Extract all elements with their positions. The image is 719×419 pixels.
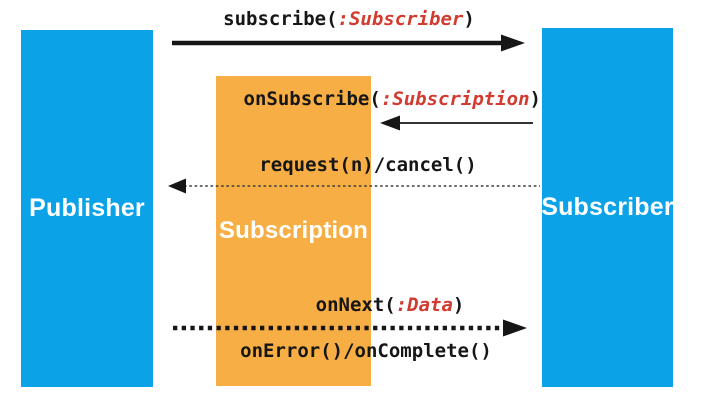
onsubscribe-pre: onSubscribe(: [243, 88, 381, 110]
subscriber-label: Subscriber: [541, 193, 674, 221]
subscribe-arrow: [172, 34, 525, 52]
onnext-message-label: onNext(:Data): [316, 294, 465, 316]
onnext-arg: :Data: [395, 294, 453, 316]
subscriber-box: Subscriber: [541, 28, 674, 387]
subscription-box: Subscription: [216, 76, 371, 386]
subscribe-pre: subscribe(: [223, 8, 338, 30]
onsubscribe-arg: :Subscription: [380, 88, 530, 110]
onerror-oncomplete-message-label: onError()/onComplete(): [240, 340, 492, 362]
onnext-post: ): [452, 294, 465, 316]
onsubscribe-message-label: onSubscribe(:Subscription): [244, 88, 541, 110]
subscribe-arg: :Subscriber: [337, 8, 464, 30]
publisher-label: Publisher: [29, 194, 145, 222]
subscribe-message-label: subscribe(:Subscriber): [223, 8, 475, 30]
request-cancel-message-label: request(n)/cancel(): [259, 154, 477, 176]
subscribe-post: ): [463, 8, 475, 30]
onsubscribe-arrow: [380, 115, 533, 131]
onsubscribe-post: ): [529, 88, 541, 110]
publisher-box: Publisher: [21, 30, 153, 387]
subscription-label: Subscription: [218, 217, 369, 244]
onnext-pre: onNext(: [315, 294, 396, 316]
